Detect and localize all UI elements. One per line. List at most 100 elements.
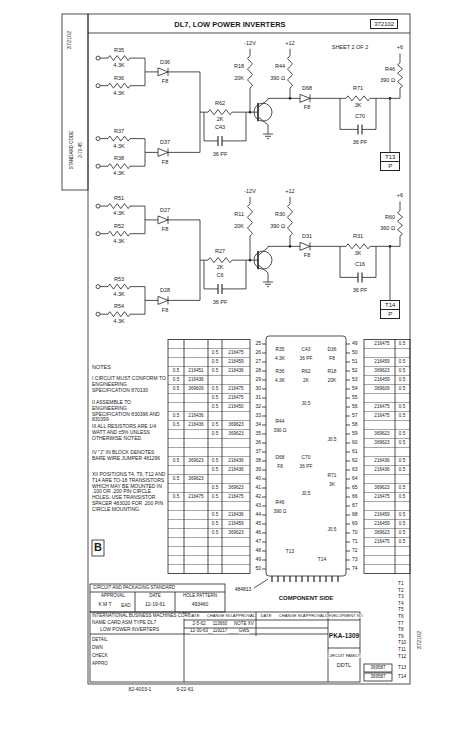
note-text: I CIRCUIT MUST CONFORM TO ENGINEERING SP… xyxy=(92,376,166,393)
wire xyxy=(289,576,290,582)
table-cell: 0.5 xyxy=(399,441,405,446)
table-cell: 216436 xyxy=(188,414,203,419)
component-label: C16 xyxy=(355,262,365,268)
part-number: 369587 xyxy=(370,675,385,680)
component-label: 2K xyxy=(217,117,224,123)
pin-number: 67 xyxy=(352,503,358,508)
wire xyxy=(364,357,410,358)
wire xyxy=(319,576,320,582)
wire xyxy=(145,152,158,153)
pin-name: T6 xyxy=(398,614,404,619)
pin-name: T12 xyxy=(398,654,406,659)
table-cell: 0.5 xyxy=(399,405,405,410)
wire xyxy=(262,542,266,543)
wire xyxy=(222,260,246,289)
form-number: 82-4003-1 xyxy=(129,687,152,692)
pin-number: 32 xyxy=(255,404,261,409)
wire xyxy=(364,438,410,439)
title-block-text: HOLE PATTERN xyxy=(183,594,217,599)
component-label: D37 xyxy=(160,140,170,146)
component-label: 36 PF xyxy=(353,288,368,294)
board-label: D68 xyxy=(276,455,285,460)
wire xyxy=(168,564,250,565)
table-cell: 216436 xyxy=(228,459,243,464)
terminal xyxy=(96,56,100,60)
table-cell: 216436 xyxy=(228,513,243,518)
wire xyxy=(346,425,350,426)
part-number: 369587 xyxy=(370,666,385,671)
table-cell: 369623 xyxy=(374,531,389,536)
box-text: T13 xyxy=(381,153,399,161)
terminal xyxy=(96,232,100,236)
wire xyxy=(310,98,314,99)
wire xyxy=(346,470,350,471)
pin-number: 62 xyxy=(352,458,358,463)
wire xyxy=(364,528,410,529)
title-block-text: DATE xyxy=(261,614,272,618)
wire xyxy=(257,103,259,121)
resistor-symbol xyxy=(108,56,130,61)
pin-number: 45 xyxy=(255,521,261,526)
capacitor-symbol xyxy=(217,284,218,294)
table-cell: 216475 xyxy=(374,495,389,500)
note-text: II ASSEMBLE TO ENGINEERING SPECIFICATION… xyxy=(92,400,166,423)
board-label: F8 xyxy=(329,356,335,361)
component-label: 2K xyxy=(217,265,224,271)
table-cell: 216475 xyxy=(374,405,389,410)
resistor-symbol xyxy=(346,244,370,249)
table-cell: 216436 xyxy=(228,369,243,374)
wire xyxy=(364,483,410,484)
title-block-text: 493460 xyxy=(192,602,209,607)
title-block-text: 12-30-63 xyxy=(190,629,208,634)
wire xyxy=(364,402,410,403)
wire xyxy=(314,98,346,99)
wire xyxy=(364,474,410,475)
wire xyxy=(262,524,266,525)
table-cell: 216475 xyxy=(228,351,243,356)
table-cell: 0.5 xyxy=(173,459,179,464)
board-label: R71 xyxy=(328,473,337,478)
wire xyxy=(346,542,350,543)
terminal xyxy=(96,285,100,289)
pin-number: 53 xyxy=(352,377,358,382)
wire xyxy=(400,88,401,98)
title-block-text: CHECK xyxy=(92,654,108,659)
pin-number: 35 xyxy=(255,431,261,436)
wire xyxy=(262,551,266,552)
board-label: 36 PF xyxy=(300,464,313,469)
pin-number: 25 xyxy=(255,341,261,346)
wire xyxy=(346,353,350,354)
wire xyxy=(168,546,250,547)
board-label: C70 xyxy=(302,455,311,460)
view-label: COMPONENT SIDE xyxy=(279,595,334,601)
wire xyxy=(262,344,266,345)
pin-number: 68 xyxy=(352,512,358,517)
component-label: R52 xyxy=(114,224,124,230)
component-label: R60 xyxy=(385,215,395,221)
component-label: 36 PF xyxy=(213,300,228,306)
table-cell: 0.5 xyxy=(173,477,179,482)
table-cell: 0.5 xyxy=(399,387,405,392)
component-label: R30 xyxy=(275,212,285,218)
component-label: F8 xyxy=(162,79,168,85)
wire xyxy=(346,380,350,381)
wire xyxy=(168,429,250,430)
wire xyxy=(364,537,410,538)
wire xyxy=(325,576,326,582)
title-block-text: CIRCUIT AND PACKAGING STANDARD xyxy=(93,586,175,591)
capacitor-symbol xyxy=(217,136,218,146)
wire xyxy=(130,85,145,86)
wire xyxy=(364,555,410,556)
component-label: R51 xyxy=(114,196,124,202)
wire xyxy=(346,407,350,408)
pin-name: T3 xyxy=(398,595,404,600)
table-cell: 0.5 xyxy=(212,351,218,356)
wire xyxy=(100,314,108,315)
wire xyxy=(262,461,266,462)
table-cell: 0.5 xyxy=(399,486,405,491)
board-label: R35 xyxy=(276,347,285,352)
pin-number: 30 xyxy=(255,386,261,391)
diode-symbol xyxy=(300,242,310,250)
form-number: 6-22-61 xyxy=(176,687,193,692)
